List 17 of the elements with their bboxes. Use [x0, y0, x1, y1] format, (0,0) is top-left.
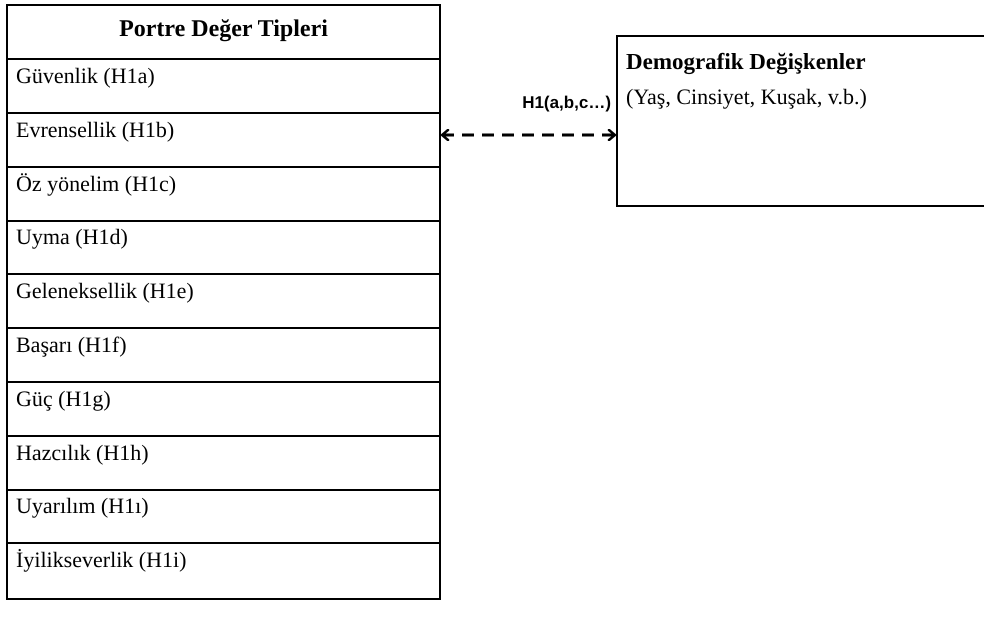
table-row: Öz yönelim (H1c)	[8, 168, 439, 222]
box-text: (Yaş, Cinsiyet, Kuşak, v.b.)	[626, 83, 868, 111]
edge-label: H1(a,b,c…)	[522, 93, 611, 113]
column-heading: Portre Değer Tipleri	[8, 6, 439, 60]
table-row: Uyma (H1d)	[8, 221, 439, 276]
table-row: Hazcılık (H1h)	[8, 436, 439, 491]
box-heading: Demografik Değişkenler	[626, 48, 867, 76]
dashed-double-arrow	[440, 128, 616, 142]
table-row: Güvenlik (H1a)	[8, 60, 439, 114]
table-row: Uyarılım (H1ı)	[8, 490, 439, 544]
table-frame	[6, 4, 441, 600]
table-row: Evrensellik (H1b)	[8, 114, 439, 168]
table-row: Başarı (H1f)	[8, 329, 439, 383]
variable-box	[616, 35, 984, 207]
table-row: Geleneksellik (H1e)	[8, 275, 439, 330]
table-row: İyilikseverlik (H1i)	[8, 544, 439, 594]
table-row: Güç (H1g)	[8, 382, 439, 437]
